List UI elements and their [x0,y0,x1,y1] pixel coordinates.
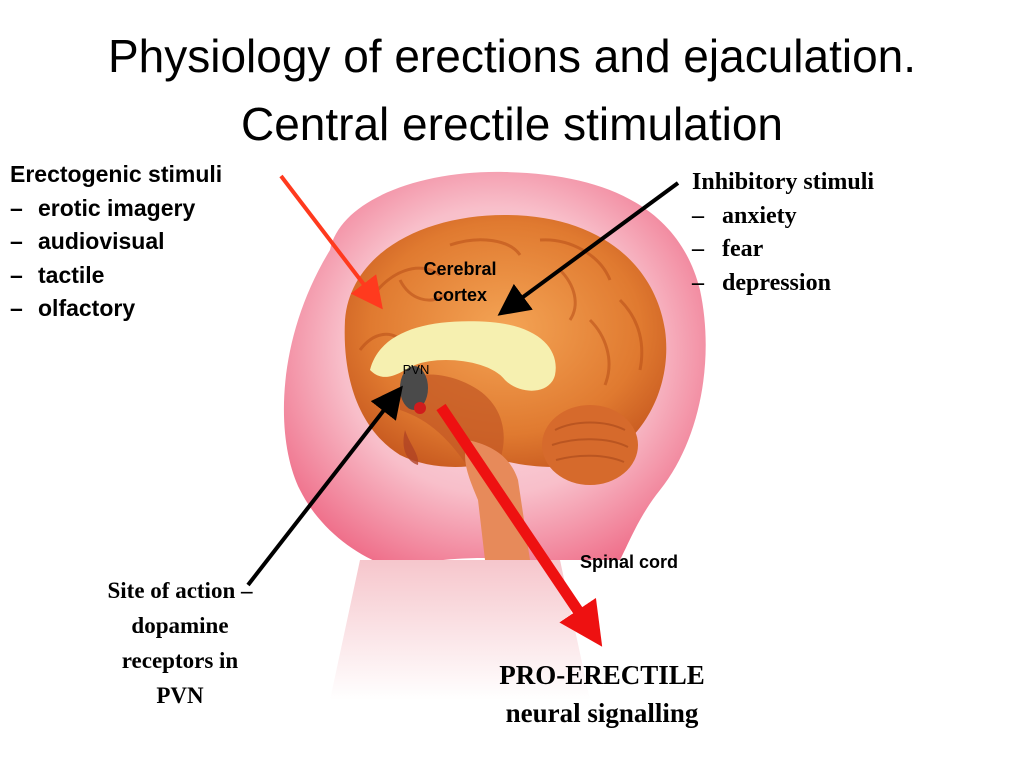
inhibitory-heading: Inhibitory stimuli [692,169,875,195]
erectogenic-arrow [279,174,383,310]
list-item: –tactile [10,261,105,288]
list-item: –audiovisual [10,228,165,254]
spinal-cord-arrow [436,403,603,647]
slide-title-line-1: Physiology of erections and ejaculation. [107,30,917,82]
spinal-cord-label: Spinal cord [579,552,678,572]
list-item: –fear [692,236,764,262]
inhibitory-arrow [497,181,680,316]
site-of-action-caption: Site of action – dopamine receptors in P… [107,578,253,708]
site-of-action-arrow [246,385,403,587]
pro-erectile-caption: PRO-ERECTILE neural signalling [499,660,705,728]
erectogenic-stimuli-list: Erectogenic stimuli –erotic imagery –aud… [10,158,222,326]
head-illustration [283,171,706,700]
cerebral-cortex-label: Cerebral cortex [423,259,497,305]
corpus-callosum [370,321,556,391]
pvn-structure [400,366,428,410]
inhibitory-stimuli-list: Inhibitory stimuli –anxiety –fear –depre… [692,166,874,300]
list-item: –olfactory [10,295,136,321]
pvn-label: PVN [402,362,430,377]
list-item: –depression [692,269,831,296]
list-item: –erotic imagery [10,194,196,221]
list-item: –anxiety [692,202,797,229]
erectogenic-heading: Erectogenic stimuli [10,161,223,187]
slide-title-line-2: Central erectile stimulation [240,98,783,150]
